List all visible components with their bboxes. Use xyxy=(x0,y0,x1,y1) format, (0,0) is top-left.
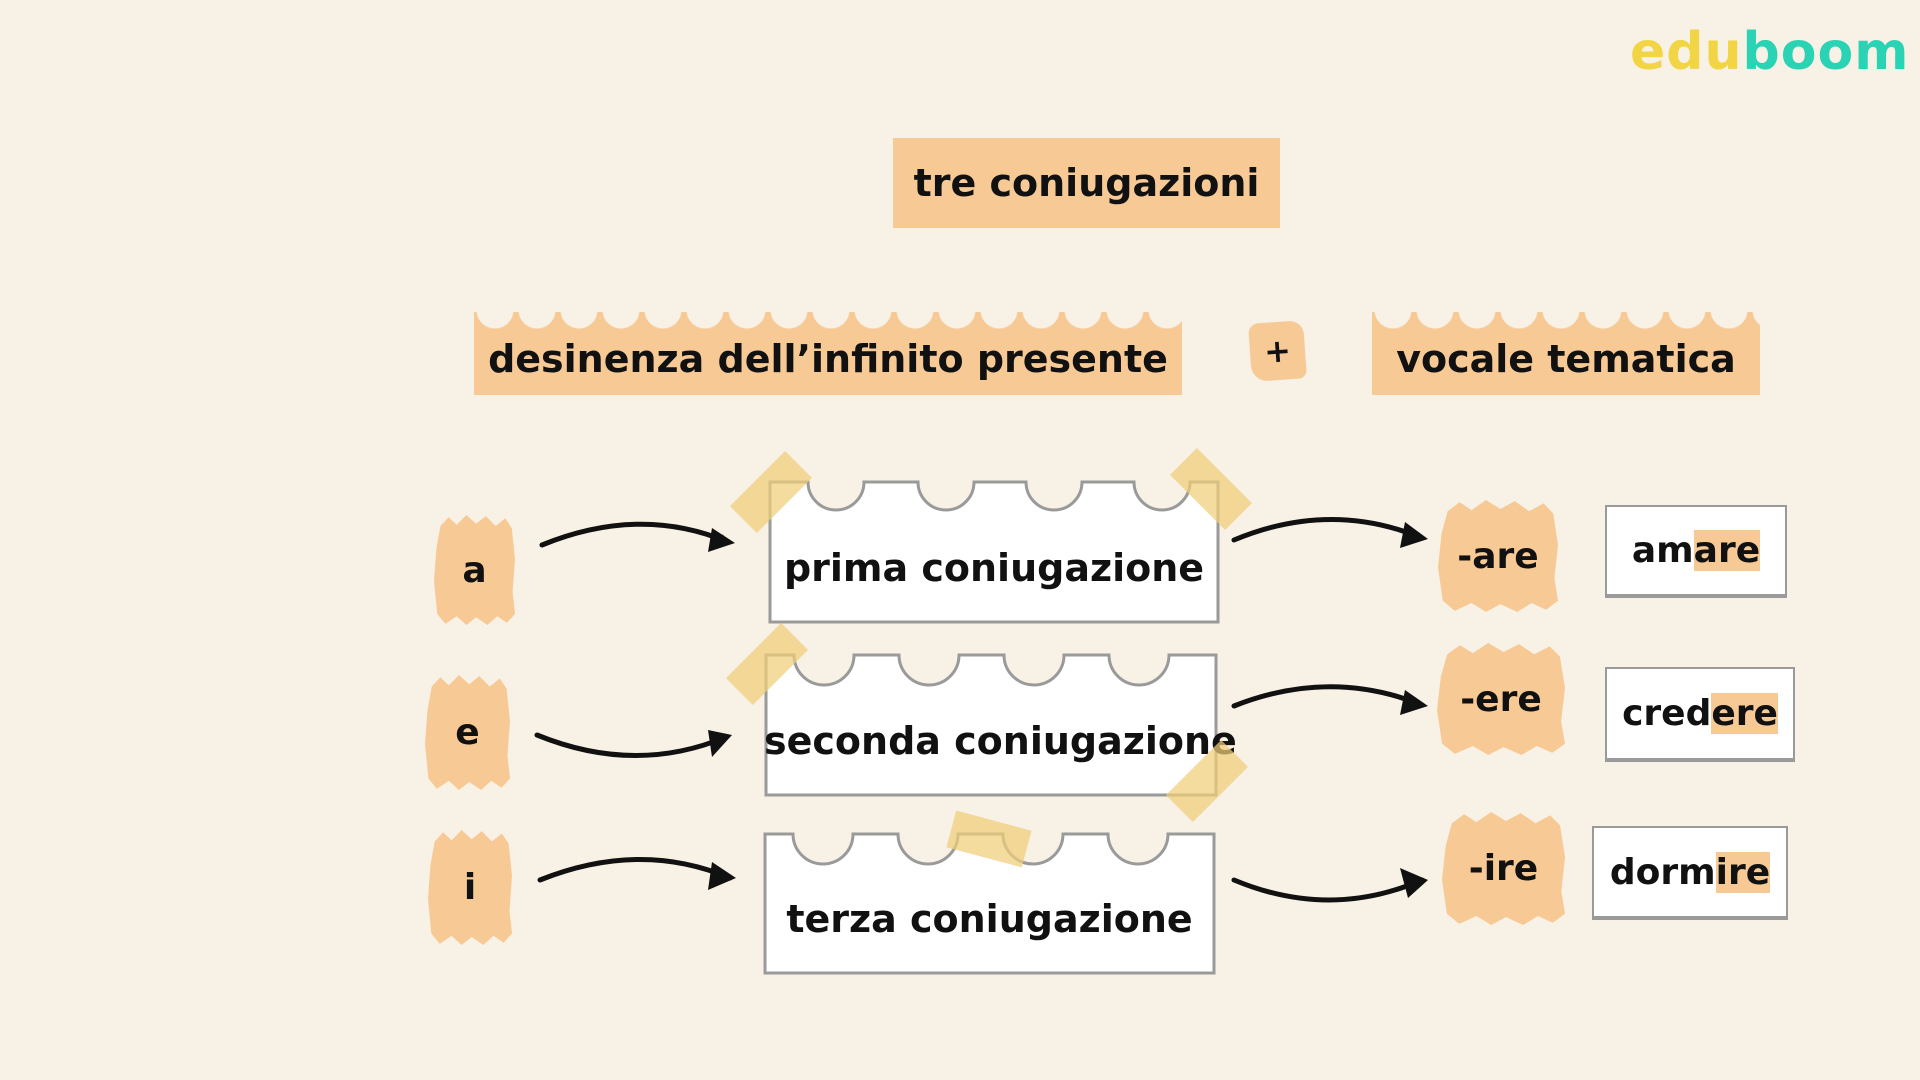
eduboom-logo: eduboom xyxy=(1630,22,1909,82)
ending-ere-patch: -ere xyxy=(1437,643,1565,755)
seconda-coniugazione-box: seconda coniugazione xyxy=(764,653,1237,797)
formula-ending-box: desinenza dell’infinito presente xyxy=(474,312,1182,395)
word-ending-highlight: are xyxy=(1693,530,1761,571)
terza-coniugazione-box: terza coniugazione xyxy=(763,832,1216,975)
scalloped-frame xyxy=(764,653,1218,797)
conjugation-label: prima coniugazione xyxy=(783,546,1205,590)
word-ending-highlight: ire xyxy=(1715,851,1771,893)
logo-boom: boom xyxy=(1742,22,1910,82)
vowel-i-patch: i xyxy=(428,830,512,945)
ending-ire-patch: -ire xyxy=(1442,812,1565,925)
word-stem: cred xyxy=(1622,693,1712,734)
logo-edu: edu xyxy=(1630,22,1743,82)
conjugation-label: terza coniugazione xyxy=(786,897,1193,941)
conjugation-label: seconda coniugazione xyxy=(764,719,1237,763)
page-title: tre coniugazioni xyxy=(893,138,1280,228)
arrowhead-icons xyxy=(708,522,1428,898)
scalloped-frame xyxy=(768,480,1220,624)
vowel-a-patch: a xyxy=(434,515,515,625)
vowel-e-patch: e xyxy=(425,675,510,790)
word-stem: dorm xyxy=(1609,851,1716,893)
word-stem: am xyxy=(1631,530,1694,571)
formula-vowel-box: vocale tematica xyxy=(1372,312,1760,395)
ending-are-patch: -are xyxy=(1438,500,1558,612)
prima-coniugazione-box: prima coniugazione xyxy=(768,480,1220,624)
word-ending-highlight: ere xyxy=(1711,693,1778,734)
arrow-icon xyxy=(534,517,1425,903)
